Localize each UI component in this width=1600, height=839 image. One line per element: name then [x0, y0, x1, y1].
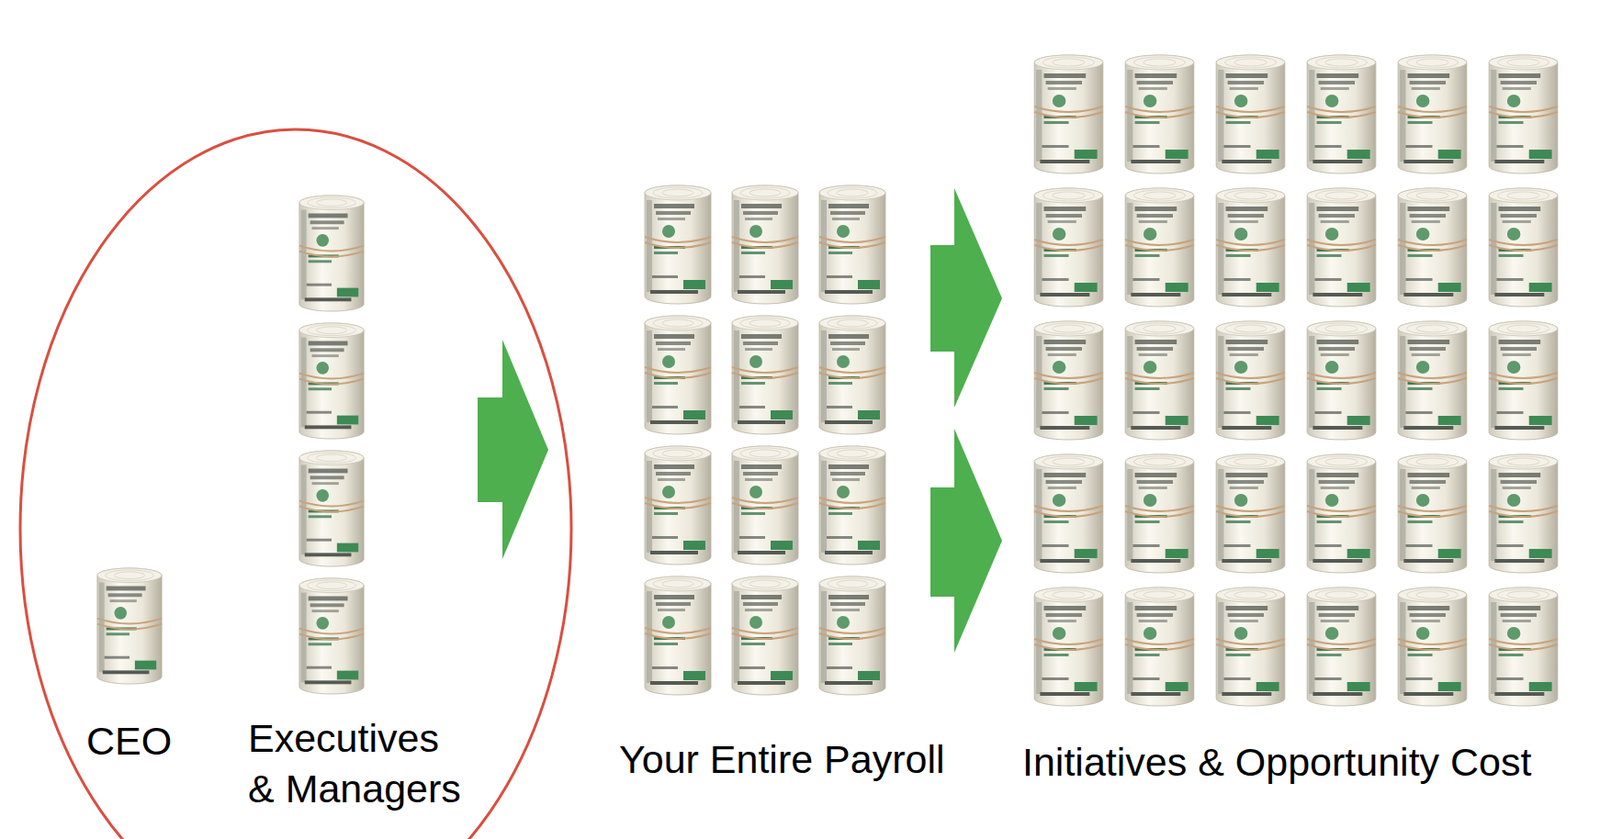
money-roll [644, 576, 711, 696]
money-roll [299, 578, 364, 695]
money-roll [1034, 321, 1104, 440]
role-label: Executives & Managers [247, 713, 469, 815]
money-roll [1125, 454, 1195, 574]
money-roll [1488, 587, 1558, 707]
money-roll [1216, 55, 1285, 174]
money-roll [1125, 587, 1195, 707]
role-label: CEO [86, 716, 172, 767]
money-roll [1397, 587, 1467, 707]
money-roll [1397, 321, 1467, 440]
money-roll [1488, 55, 1558, 174]
money-roll [644, 446, 711, 565]
money-roll [1216, 454, 1285, 574]
money-roll [819, 576, 886, 696]
money-roll [732, 185, 799, 305]
money-roll [732, 446, 799, 565]
money-roll [299, 195, 364, 312]
group-label: Your Entire Payroll [619, 734, 946, 786]
money-roll [1307, 454, 1376, 574]
money-roll [644, 185, 711, 305]
money-roll [1307, 587, 1376, 707]
money-roll [644, 315, 711, 435]
money-roll [1216, 188, 1285, 307]
flow-arrow [477, 339, 549, 560]
group-ellipse [20, 129, 572, 839]
leadership-ellipse: CEO Executives & Managers [18, 127, 574, 839]
money-roll [1034, 454, 1104, 574]
money-roll [1307, 55, 1376, 174]
money-roll [819, 446, 886, 565]
money-roll [732, 576, 799, 696]
money-roll [299, 450, 364, 567]
money-roll [1488, 454, 1558, 574]
money-roll [1307, 321, 1376, 440]
money-roll [1397, 55, 1467, 174]
money-roll [1125, 188, 1195, 307]
group-label: Initiatives & Opportunity Cost [1022, 737, 1532, 789]
flow-arrow [930, 428, 1003, 654]
money-roll [1216, 587, 1285, 707]
money-roll [1488, 188, 1558, 307]
flow-arrow [930, 188, 1003, 408]
money-roll [732, 315, 799, 435]
money-roll [1216, 321, 1285, 440]
money-roll [1034, 587, 1104, 707]
money-roll [1125, 55, 1195, 174]
money-roll [1397, 454, 1467, 574]
money-roll [1488, 321, 1558, 440]
money-roll [1034, 188, 1104, 307]
money-roll [97, 568, 162, 685]
money-roll [819, 315, 886, 435]
money-roll [1307, 188, 1376, 307]
money-roll [1397, 188, 1467, 307]
money-roll [299, 323, 364, 440]
money-roll [1034, 55, 1104, 174]
money-roll [819, 185, 886, 305]
money-roll [1125, 321, 1195, 440]
